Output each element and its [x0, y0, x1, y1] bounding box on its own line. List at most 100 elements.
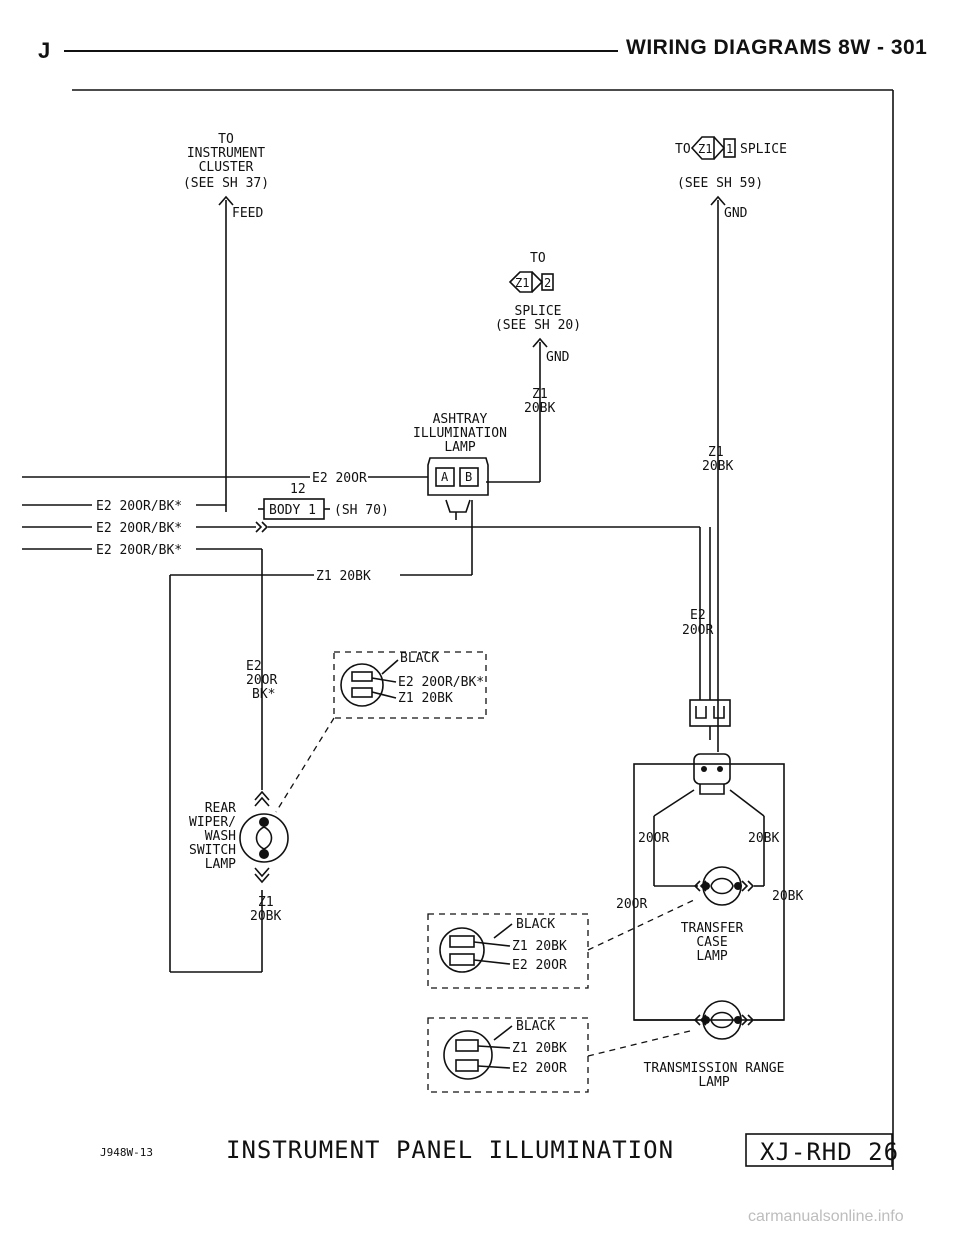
right-connector-pins — [695, 706, 725, 719]
connector-chevron-left-2 — [255, 521, 269, 533]
left-wire-1-label: E2 20OR/BK* — [96, 499, 182, 514]
num-12: 12 — [290, 482, 306, 497]
detail3-leader — [587, 1029, 695, 1057]
to-cluster-l1: INSTRUMENT — [187, 146, 265, 161]
splice-tag-point-right — [713, 136, 726, 160]
detail1-lead-1 — [371, 677, 397, 683]
detail2-w2: E2 20OR — [512, 958, 567, 973]
splice-tag-box-right — [723, 138, 736, 158]
detail1-w2: Z1 20BK — [398, 691, 453, 706]
footer-code: J948W-13 — [100, 1146, 153, 1159]
splice-right-z1: Z1 — [698, 142, 712, 156]
transfer-connector-base — [699, 784, 725, 795]
left-wire-3-label: E2 20OR/BK* — [96, 543, 182, 558]
to-mid-label: TO — [530, 251, 546, 266]
page-header-title: WIRING DIAGRAMS 8W - 301 — [626, 36, 928, 59]
watermark: carmanualsonline.info — [748, 1208, 904, 1225]
detail1-color: BLACK — [400, 651, 439, 666]
w-20or-a: 20OR — [638, 831, 669, 846]
footer-model: XJ-RHD 26 — [760, 1138, 899, 1166]
tr-lamp-terminal-l — [702, 1016, 710, 1024]
detail2-lead-2 — [473, 959, 511, 965]
tr-lamp-filament — [710, 1011, 734, 1029]
to-instrument-cluster-label: TO INSTRUMENT CLUSTER (SEE SH 37) — [183, 132, 269, 191]
detail-box-2 — [427, 913, 589, 989]
detail1-pointer — [381, 659, 399, 675]
footer-model-box — [745, 1133, 893, 1167]
transfer-connector-pin-1 — [701, 766, 707, 772]
ashtray-lamp-connector — [427, 457, 489, 496]
w-20bk-a: 20BK — [748, 831, 779, 846]
footer-title: INSTRUMENT PANEL ILLUMINATION — [226, 1136, 674, 1164]
detail1-connector-face — [340, 663, 384, 707]
detail-box-3 — [427, 1017, 589, 1093]
rear-lamp-filament — [255, 826, 273, 850]
splice-mid-l1: (SEE SH 20) — [495, 318, 581, 333]
ashtray-l1: ILLUMINATION — [413, 426, 507, 441]
label-mask-1 — [310, 470, 368, 484]
detail2-cavity-1 — [449, 935, 475, 948]
splice-mid-z1: Z1 — [515, 276, 529, 290]
e2-right-l0: E2 — [690, 608, 706, 623]
detail3-lead-2 — [477, 1065, 511, 1069]
z1-left-l1: 20BK — [250, 909, 281, 924]
e2-right-l1: 20OR — [682, 623, 713, 638]
splice-tag-z1-right — [690, 136, 715, 160]
see-sh-59: (SEE SH 59) — [677, 176, 763, 191]
ashtray-pin-a — [435, 467, 455, 487]
ashtray-pin-b — [459, 467, 479, 487]
ashtray-pin-a-label: A — [441, 470, 449, 484]
sh-70-label: (SH 70) — [334, 503, 389, 518]
splice-tag-z1-mid — [508, 271, 533, 293]
z1-right-l0: Z1 — [708, 445, 724, 460]
transfer-connector — [693, 753, 731, 785]
tr-lamp-chevron-right — [741, 1014, 755, 1026]
rear-wiper-l1: WIPER/ — [189, 815, 236, 830]
transfer-case-l2: LAMP — [696, 949, 727, 964]
detail3-w1: Z1 20BK — [512, 1041, 567, 1056]
rear-wiper-l2: WASH — [205, 829, 236, 844]
ashtray-pin-b-label: B — [465, 470, 472, 484]
z1-horiz-label: Z1 20BK — [316, 569, 371, 584]
e2-left-l0: E2 — [246, 659, 262, 674]
to-splice-right-label: TO — [675, 142, 691, 157]
z1-left-l0: Z1 — [258, 895, 274, 910]
detail1-leader — [275, 717, 335, 813]
transfer-case-l0: TRANSFER — [681, 921, 744, 936]
ashtray-lamp-base — [445, 499, 471, 513]
e2-left-l1: 20OR — [246, 673, 277, 688]
splice-tag-box-mid — [541, 273, 554, 291]
detail1-cavity-2 — [351, 687, 373, 698]
detail2-w1: Z1 20BK — [512, 939, 567, 954]
detail1-lead-2 — [371, 691, 397, 699]
detail3-cavity-2 — [455, 1059, 479, 1072]
tc-lamp-terminal-r — [734, 882, 742, 890]
detail3-cavity-1 — [455, 1039, 479, 1052]
left-wire-2-label: E2 20OR/BK* — [96, 521, 182, 536]
trans-range-l1: LAMP — [698, 1075, 729, 1090]
rear-wiper-lamp-icon — [239, 813, 289, 863]
rear-wiper-l4: LAMP — [205, 857, 236, 872]
rear-lamp-terminal-2 — [259, 849, 269, 859]
rear-lamp-chevron-top — [254, 790, 270, 807]
splice-right-word: SPLICE — [740, 142, 787, 157]
detail1-w1: E2 20OR/BK* — [398, 675, 484, 690]
transfer-case-box — [633, 763, 785, 1021]
header-rule — [64, 50, 618, 52]
z1-right-l1: 20BK — [702, 459, 733, 474]
splice-tag-point-mid — [531, 271, 544, 293]
transfer-case-l1: CASE — [696, 935, 727, 950]
detail3-color: BLACK — [516, 1019, 555, 1034]
detail2-connector-face — [439, 927, 485, 973]
wire-tc-right-branch — [729, 789, 765, 817]
to-cluster-l3: (SEE SH 37) — [183, 176, 269, 191]
detail3-w2: E2 20OR — [512, 1061, 567, 1076]
connector-arrow-right — [710, 195, 726, 206]
ashtray-l0: ASHTRAY — [433, 412, 488, 427]
detail2-pointer — [493, 923, 513, 939]
detail3-lead-1 — [477, 1045, 511, 1049]
trans-range-l0: TRANSMISSION RANGE — [644, 1061, 785, 1076]
connector-arrow-cluster — [218, 195, 234, 206]
detail2-lead-1 — [473, 941, 511, 947]
